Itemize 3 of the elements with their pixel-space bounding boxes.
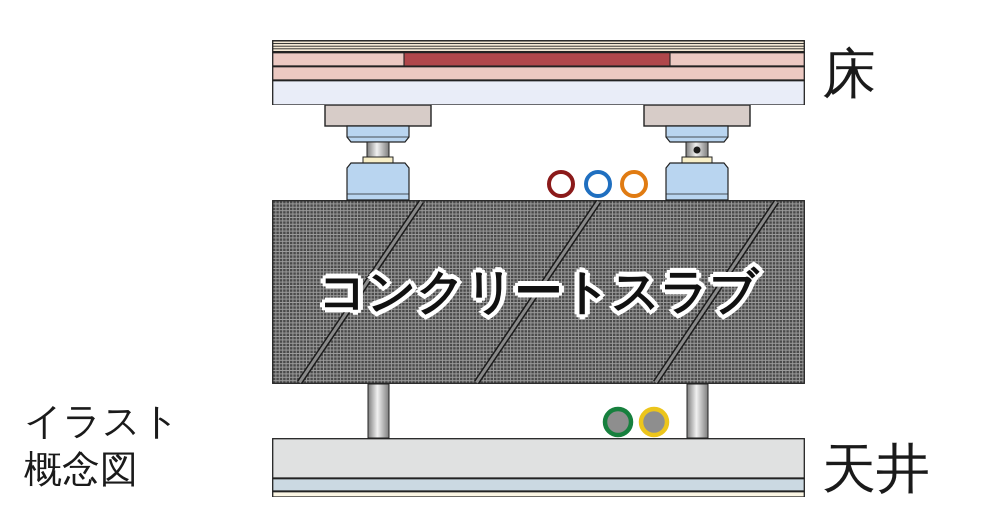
note-text: イラスト概念図 [24,398,181,492]
floor-label: 床 [822,46,876,100]
ceiling-label: 天井 [822,442,930,496]
